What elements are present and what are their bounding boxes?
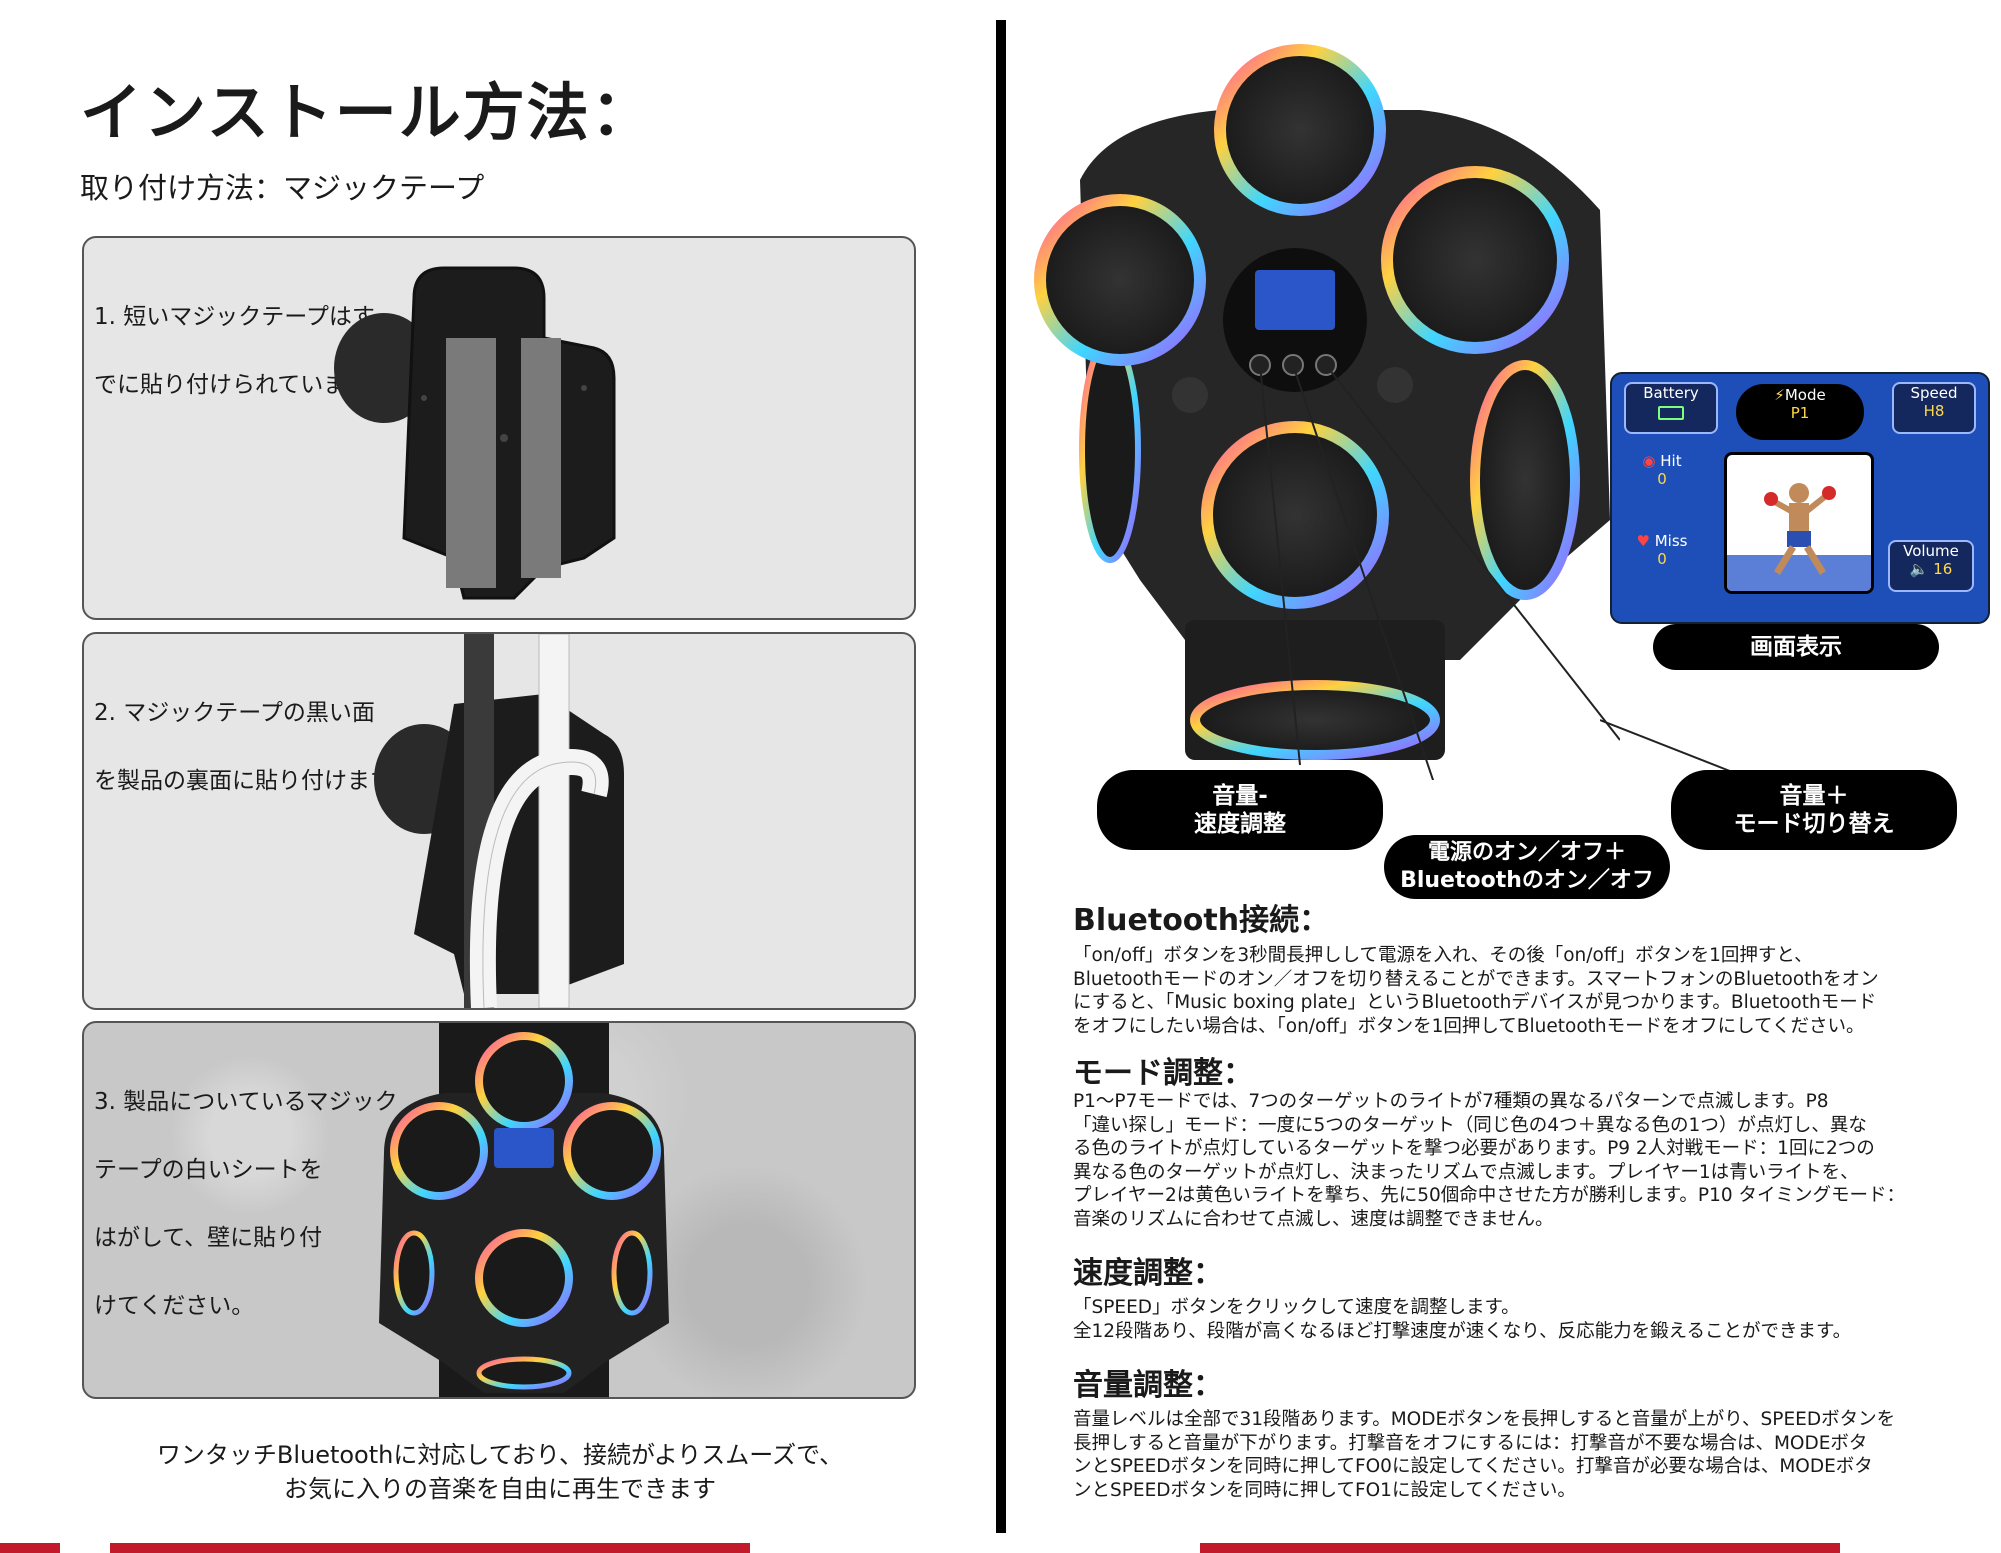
- callout-power: 電源のオン／オフ＋ Bluetoothのオン／オフ: [1384, 835, 1670, 899]
- device-front-illustration: [1034, 44, 1620, 780]
- bluetooth-paragraph: 「on/off」ボタンを3秒間長押しして電源を入れ、その後「on/off」ボタン…: [1073, 945, 1879, 1037]
- screen-display-caption: 画面表示: [1653, 624, 1939, 670]
- column-divider: [996, 20, 1006, 1533]
- mode-paragraph: P1～P7モードでは、7つのターゲットのライトが7種類の異なるパターンで点滅しま…: [1073, 1091, 1905, 1230]
- volume-paragraph: 音量レベルは全部で31段階あります。MODEボタンを長押しすると音量が上がり、S…: [1073, 1409, 1896, 1501]
- step-3-text: 3. 製品についているマジック テープの白いシートを はがして、壁に貼り付 けて…: [94, 1089, 398, 1319]
- step-2-text: 2. マジックテープの黒い面 を製品の裏面に貼り付けます: [94, 700, 393, 794]
- battery-icon: [1658, 406, 1684, 420]
- bottom-accent-strip-3: [1200, 1543, 1840, 1553]
- callout-lines: [1600, 719, 1741, 776]
- miss-box: ♥ Miss 0: [1636, 532, 1688, 568]
- mount-subtitle: 取り付け方法：マジックテープ: [80, 171, 485, 205]
- wall-mounted-device-illustration: [379, 1023, 669, 1397]
- velcro-attach-illustration: [374, 634, 624, 1008]
- speaker-icon: 🔈: [1909, 560, 1929, 578]
- volume-heading: 音量調整：: [1073, 1368, 1223, 1403]
- step-card-3: 3. 製品についているマジック テープの白いシートを はがして、壁に貼り付 けて…: [82, 1021, 916, 1399]
- speed-box: Speed H8: [1892, 382, 1976, 434]
- bluetooth-heading: Bluetooth接続：: [1073, 903, 1330, 938]
- bluetooth-feature-text: ワンタッチBluetoothに対応しており、接続がよりスムーズで、 お気に入りの…: [156, 1441, 844, 1503]
- volume-box: Volume 🔈 16: [1888, 540, 1974, 592]
- mode-box: ⚡Mode P1: [1736, 384, 1864, 440]
- heart-icon: ♥: [1636, 532, 1650, 550]
- battery-box: Battery: [1624, 382, 1718, 434]
- step-card-2: 2. マジックテープの黒い面 を製品の裏面に貼り付けます: [82, 632, 916, 1010]
- device-back-illustration: [334, 266, 616, 600]
- boxer-picture: [1724, 452, 1874, 594]
- callout-volume-plus: 音量＋ モード切り替え: [1671, 770, 1957, 850]
- lightning-icon: ⚡: [1774, 386, 1785, 404]
- page-title: インストール方法：: [80, 76, 655, 149]
- callout-volume-minus: 音量- 速度調整: [1097, 770, 1383, 850]
- mode-heading: モード調整：: [1073, 1056, 1253, 1091]
- target-icon: ◉: [1642, 452, 1656, 470]
- speed-heading: 速度調整：: [1073, 1256, 1223, 1291]
- bottom-accent-strip-1: [0, 1543, 60, 1553]
- bottom-accent-strip-2: [110, 1543, 750, 1553]
- step-1-text: 1. 短いマジックテープはす でに貼り付けられています: [94, 304, 375, 398]
- step-card-1: 1. 短いマジックテープはす でに貼り付けられています: [82, 236, 916, 620]
- screen-display-panel: Battery ⚡Mode P1 Speed H8 ◉ Hit 0 ♥ Miss…: [1610, 372, 1990, 624]
- speed-paragraph: 「SPEED」ボタンをクリックして速度を調整します。 全12段階あり、段階が高く…: [1073, 1297, 1852, 1342]
- hit-box: ◉ Hit 0: [1642, 452, 1682, 488]
- boxer-icon: [1727, 483, 1871, 591]
